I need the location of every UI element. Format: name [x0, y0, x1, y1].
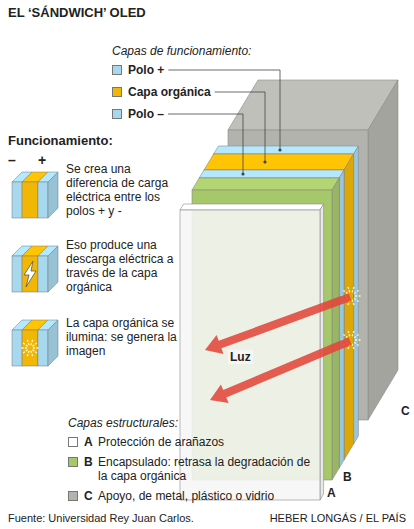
layer-cube-icon	[12, 320, 58, 366]
layer-top	[204, 154, 354, 170]
spark-ray	[22, 342, 28, 346]
legend-text: Encapsulado: retrasa la degradación de l…	[98, 455, 320, 483]
spark-ray	[33, 347, 40, 348]
lightning-symbol	[24, 261, 36, 287]
spark-ray	[354, 298, 360, 302]
spark-ray	[354, 290, 360, 294]
spark-ray	[355, 339, 362, 340]
layer-top	[199, 170, 344, 178]
leader-dot	[263, 160, 266, 163]
cube-front	[22, 182, 38, 218]
layer-top	[192, 178, 339, 190]
legend-text: Apoyo, de metal, plástico o vidrio	[98, 489, 274, 503]
source-note: Fuente: Universidad Rey Juan Carlos.	[8, 511, 194, 525]
spark-ray	[22, 350, 28, 354]
legend-text: Polo +	[128, 63, 164, 77]
light-label: Luz	[228, 350, 253, 364]
legend-swatch	[68, 491, 78, 501]
cube-side	[48, 320, 58, 366]
layer-letter: A	[327, 486, 336, 500]
spark-ray	[352, 286, 354, 293]
layer-side	[339, 170, 344, 468]
light-arrow	[205, 293, 351, 354]
leader-line	[168, 114, 243, 174]
polarity-sign: –	[8, 153, 16, 167]
cube-front	[22, 330, 38, 366]
layer-cube-icon	[12, 172, 58, 218]
spark-ray	[20, 347, 27, 348]
legend-swatch	[112, 109, 122, 119]
legend-swatch	[112, 87, 122, 97]
spark-ray	[354, 334, 360, 338]
layer-side	[368, 80, 398, 420]
legend-text: Capa orgánica	[128, 85, 211, 99]
cube-front	[12, 182, 22, 218]
cube-front	[38, 256, 48, 292]
layer-top	[214, 146, 359, 154]
spark-ray	[32, 350, 38, 354]
cube-front	[38, 330, 48, 366]
spark-ray	[32, 342, 38, 346]
step-text: Se crea una diferencia de carga eléctric…	[66, 162, 178, 218]
spark-ray	[352, 300, 354, 307]
layer-top	[180, 204, 324, 210]
step-text: La capa orgánica se ilumina: se genera l…	[66, 316, 178, 358]
section-heading: Capas estructurales:	[68, 416, 178, 430]
cube-front	[12, 256, 22, 292]
cube-side	[48, 246, 58, 292]
spark-ray	[348, 286, 350, 293]
legend-letter: B	[84, 455, 93, 469]
credit: HEBER LONGÁS / EL PAÍS	[270, 511, 406, 525]
cube-side	[48, 172, 58, 218]
legend-swatch	[112, 65, 122, 75]
layer-cube-icon	[12, 246, 58, 292]
cube-front	[38, 182, 48, 218]
layer-side	[332, 178, 339, 480]
spark-ray	[355, 295, 362, 296]
spark-ray	[31, 351, 33, 358]
legend-text: Protección de arañazos	[98, 435, 224, 449]
legend-text: Polo –	[128, 107, 164, 121]
cube-front	[12, 330, 22, 366]
legend-swatch	[68, 437, 78, 447]
section-heading: Capas de funcionamiento:	[112, 44, 251, 58]
layer-letter: C	[401, 404, 410, 418]
legend-letter: A	[84, 435, 93, 449]
spark-ray	[27, 351, 29, 358]
leader-dot	[241, 172, 244, 175]
cube-front	[22, 256, 38, 292]
spark-ray	[27, 338, 29, 345]
layer-side	[344, 154, 354, 460]
leader-dot	[278, 148, 281, 151]
spark-ray	[348, 330, 350, 337]
spark-ray	[352, 344, 354, 351]
spark-ray	[352, 330, 354, 337]
step-text: Eso produce una descarga eléctrica a tra…	[66, 238, 178, 294]
spark-ray	[342, 334, 348, 338]
light-arrow	[210, 337, 352, 403]
layer-side	[354, 146, 359, 444]
layer-letter: B	[343, 470, 352, 484]
legend-letter: C	[84, 489, 93, 503]
legend-swatch	[68, 457, 78, 467]
title: EL ‘SÁNDWICH’ OLED	[8, 6, 146, 20]
spark-ray	[342, 290, 348, 294]
leader-line	[168, 70, 280, 150]
spark-ray	[354, 342, 360, 346]
leader-line	[215, 92, 265, 162]
spark-ray	[31, 338, 33, 345]
section-heading: Funcionamiento:	[8, 134, 113, 148]
polarity-sign: +	[38, 153, 46, 167]
